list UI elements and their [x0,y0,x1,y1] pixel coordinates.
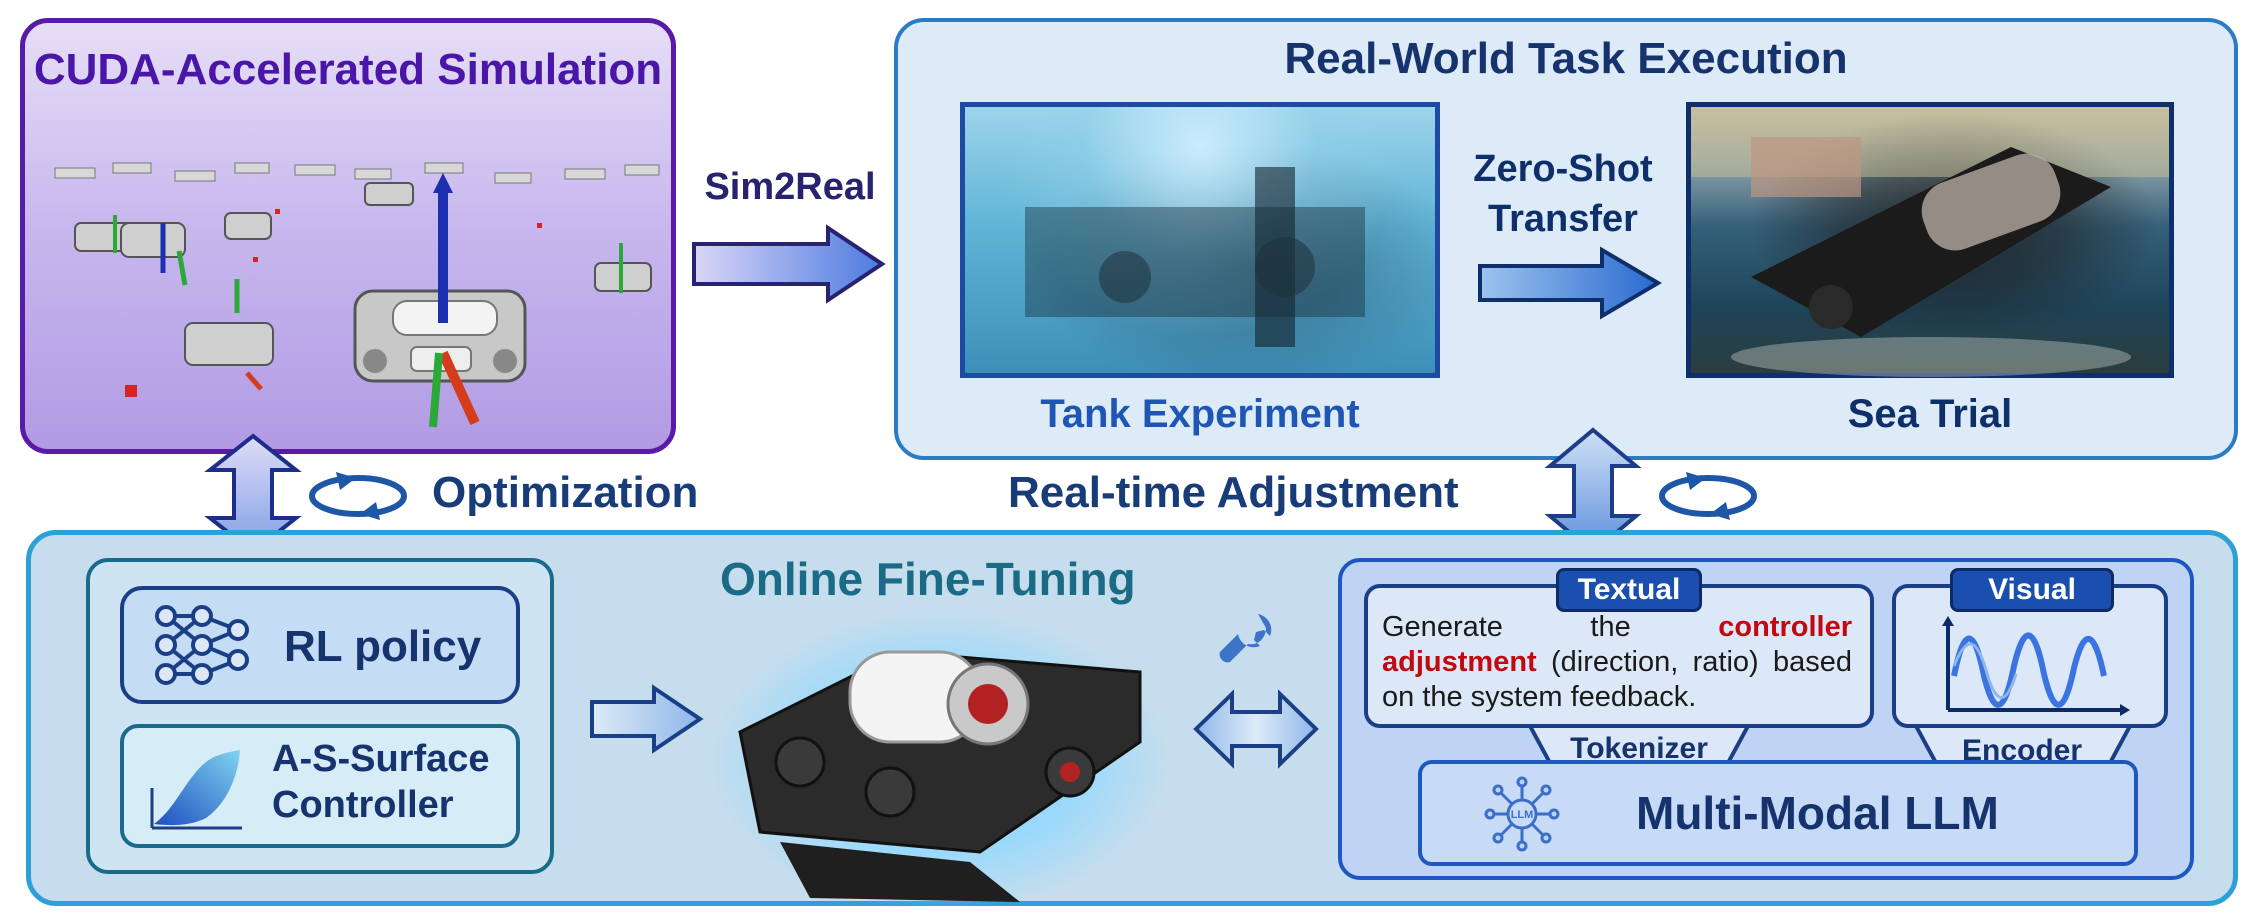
cycle-arrows-icon [1659,472,1757,520]
wrench-icon [1219,614,1272,663]
simulation-panel: CUDA-Accelerated Simulation [20,18,676,454]
policy-to-robot-arrow [590,684,704,754]
sea-trial-photo [1686,102,2174,378]
optimization-label: Optimization [432,468,699,517]
prompt-text: Generate the controller adjustment (dire… [1382,610,1852,715]
realtime-adjustment-label: Real-time Adjustment [1008,468,1459,517]
rl-policy-box [120,586,520,704]
llm-chip-icon: LLM [1484,776,1560,852]
prompt-part-2: (direction, ratio) based on the system f… [1382,646,1852,713]
multimodal-llm-label: Multi-Modal LLM [1636,787,1999,839]
surface-curve-icon [150,750,242,830]
simulation-title: CUDA-Accelerated Simulation [33,45,663,94]
zero-shot-arrow [1478,246,1662,320]
llm-icon-text: LLM [1511,809,1534,821]
cycle-arrows-icon [309,472,407,520]
prompt-highlight-adjustment: adjustment [1382,646,1537,678]
tokenizer-label: Tokenizer [1570,732,1708,765]
rl-policy-label: RL policy [284,622,482,671]
prompt-highlight-controller: controller [1718,611,1852,643]
sea-trial-label: Sea Trial [1847,392,2013,436]
neural-network-icon [155,605,249,685]
zero-shot-transfer-label: Zero-Shot Transfer [1473,148,1653,240]
tank-experiment-label: Tank Experiment [1040,392,1360,436]
online-fine-tuning-title: Online Fine-Tuning [720,553,1136,605]
visual-badge: Visual [1950,568,2114,612]
sim2real-arrow [692,224,886,304]
textual-badge: Textual [1556,568,1702,612]
underwater-robot-render [710,612,1170,912]
simulation-render [54,162,660,428]
controller-label: A-S-Surface Controller [272,738,490,826]
prompt-part-1: Generate the [1382,611,1719,643]
robot-llm-double-arrow [1193,689,1319,769]
tank-experiment-photo [960,102,1440,378]
sim-robot-main [353,289,527,383]
waveform-icon [1942,616,2130,716]
sim2real-label: Sim2Real [704,166,876,208]
real-world-title: Real-World Task Execution [1284,34,1848,83]
